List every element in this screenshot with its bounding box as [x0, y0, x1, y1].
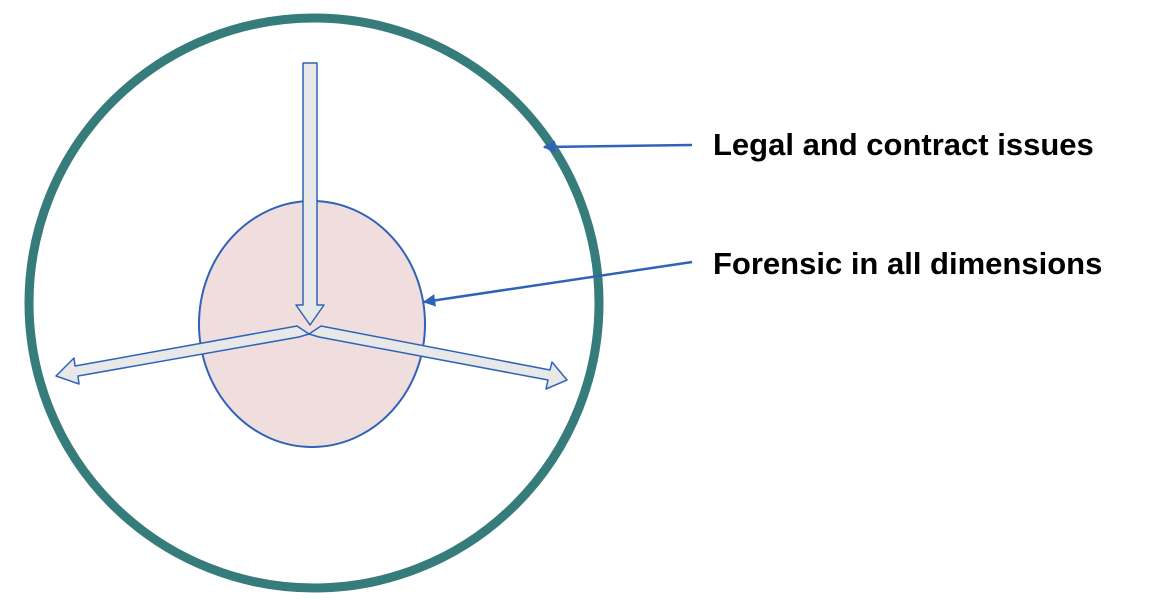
outer-ring — [24, 13, 604, 593]
right-block-arrow — [308, 325, 568, 390]
left-block-arrow — [55, 325, 310, 385]
inner-pointer-arrow — [422, 260, 693, 307]
outer-label: Legal and contract issues — [713, 127, 1094, 162]
inner-label: Forensic in all dimensions — [713, 246, 1102, 281]
down-block-arrow — [295, 62, 325, 326]
outer-pointer-arrow — [542, 140, 693, 154]
